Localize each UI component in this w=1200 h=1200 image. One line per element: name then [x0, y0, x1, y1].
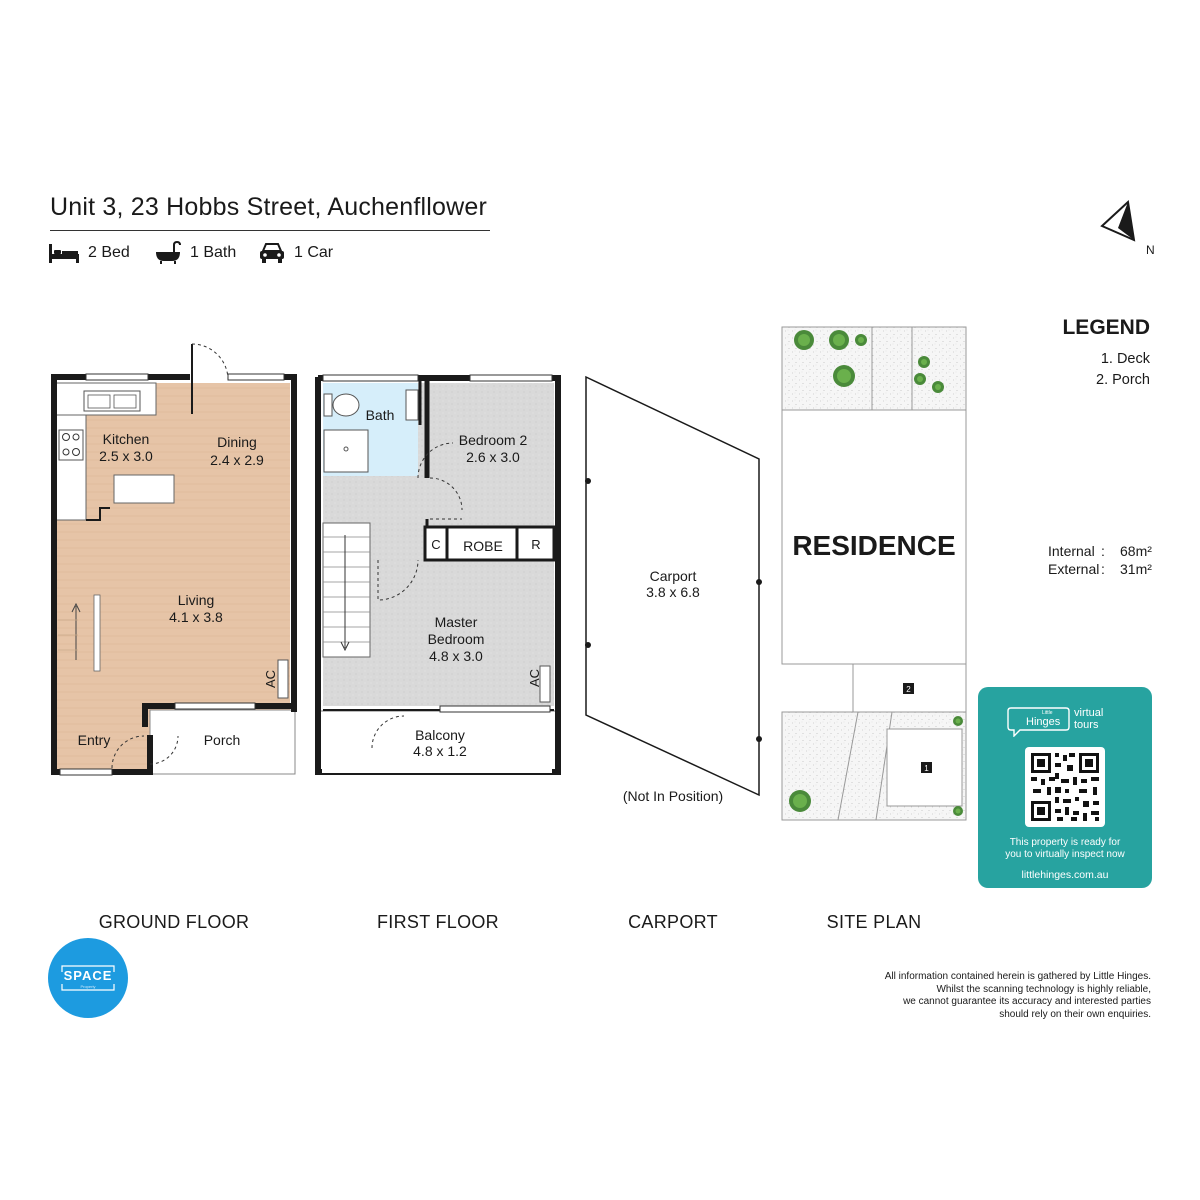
virtual-tour-message: This property is ready for you to virtua…	[978, 837, 1152, 861]
carport-outline	[585, 375, 760, 797]
legend-item-deck: 1. Deck	[1100, 351, 1150, 367]
master-bedroom-label: Master	[435, 614, 478, 630]
bed-count-label: 2 Bed	[88, 244, 130, 261]
dining-size: 2.4 x 2.9	[210, 452, 264, 468]
disclaimer: All information contained herein is gath…	[885, 971, 1151, 1021]
first-floor-stairs	[322, 522, 371, 658]
carport-note: (Not In Position)	[623, 788, 723, 804]
balcony-label: Balcony	[415, 727, 465, 743]
ground-ac-unit	[277, 659, 289, 699]
external-area-colon: :	[1101, 561, 1105, 577]
car-count-label: 1 Car	[294, 244, 334, 261]
ground-ac-label: AC	[263, 670, 278, 688]
entry-label: Entry	[78, 732, 111, 748]
brand-small: Little	[1042, 710, 1053, 716]
virtual-tour-url[interactable]: littlehinges.com.au	[1021, 869, 1109, 881]
marker-1-box	[921, 762, 932, 773]
legend-title: LEGEND	[1062, 316, 1150, 339]
living-label: Living	[178, 592, 215, 608]
closet-r	[515, 525, 556, 562]
disclaimer-line: All information contained herein is gath…	[884, 971, 1151, 982]
bathtub-icon	[156, 241, 181, 264]
bedroom2-label: Bedroom 2	[459, 432, 528, 448]
virtual-tour-card[interactable]: Little Hinges virtual tours	[978, 687, 1152, 888]
north-label: N	[1146, 243, 1155, 257]
legend-item-porch: 2. Porch	[1096, 372, 1150, 388]
vanity	[405, 389, 419, 421]
first-floor-plan: Bath Bedroom 2 2.6 x 3.0 C ROBE R Master…	[315, 374, 561, 775]
bedroom2-size: 2.6 x 3.0	[466, 449, 520, 465]
speech-bubble-icon	[1007, 707, 1070, 737]
external-area-label: External	[1048, 561, 1100, 577]
closet-c-label: C	[431, 537, 440, 552]
balcony-area	[319, 710, 558, 775]
title-underline	[50, 230, 490, 231]
brand-word-virtual: virtual	[1074, 707, 1104, 719]
tree-icon	[789, 330, 963, 816]
toilet	[332, 393, 360, 417]
bath-label: Bath	[366, 407, 395, 423]
north-arrow-icon: N	[1100, 199, 1155, 257]
space-agency-logo: SPACE Property	[48, 938, 128, 1018]
logo-frame-icon	[61, 965, 115, 991]
robe-label: ROBE	[463, 538, 503, 554]
master-bedroom-size: 4.8 x 3.0	[429, 648, 483, 664]
disclaimer-line: should rely on their own enquiries.	[999, 1008, 1151, 1020]
first-ac-unit	[539, 665, 551, 703]
kitchen-label: Kitchen	[103, 431, 150, 447]
porch-label: Porch	[204, 732, 241, 748]
ground-porch-area	[149, 709, 296, 775]
brand-word-tours: tours	[1074, 719, 1099, 731]
virtual-tour-message-line2: you to virtually inspect now	[1005, 849, 1125, 860]
cooktop	[58, 429, 84, 461]
dining-label: Dining	[217, 434, 257, 450]
disclaimer-line: we cannot guarantee its accuracy and int…	[903, 996, 1151, 1007]
disclaimer-line: Whilst the scanning technology is highly…	[936, 983, 1151, 995]
bed-feature: 2 Bed	[48, 240, 130, 266]
master-bedroom-label-2: Bedroom	[428, 631, 485, 647]
car-feature: 1 Car	[258, 240, 333, 266]
living-size: 4.1 x 3.8	[169, 609, 223, 625]
first-ac-label: AC	[527, 669, 542, 687]
qr-code[interactable]	[1025, 747, 1105, 827]
property-address-title: Unit 3, 23 Hobbs Street, Auchenfllower	[50, 193, 488, 221]
carport-label: Carport	[650, 568, 697, 584]
internal-area-value: 68m²	[1120, 543, 1152, 559]
site-plan-caption: SITE PLAN	[826, 912, 922, 932]
external-area-value: 31m²	[1120, 561, 1152, 577]
closet-r-label: R	[531, 537, 540, 552]
kitchen-size: 2.5 x 3.0	[99, 448, 153, 464]
bath-feature: 1 Bath	[154, 240, 236, 266]
marker-1-label: 1	[924, 764, 929, 773]
balcony-size: 4.8 x 1.2	[413, 743, 467, 759]
carport-plan: Carport 3.8 x 6.8 (Not In Position)	[585, 375, 762, 804]
carport-caption: CARPORT	[628, 912, 718, 932]
site-plan: RESIDENCE 2 1	[781, 326, 967, 821]
car-icon	[260, 243, 284, 263]
bed-icon	[49, 244, 79, 263]
marker-2-box	[903, 683, 914, 694]
kitchen-island	[113, 474, 175, 504]
first-floor-caption: FIRST FLOOR	[377, 912, 499, 932]
kitchen-sink	[83, 390, 141, 412]
agency-sub: Property	[80, 984, 96, 989]
internal-area-label: Internal	[1048, 543, 1095, 559]
residence-block	[781, 409, 967, 665]
little-hinges-logo: Little Hinges virtual tours	[1006, 707, 1116, 737]
residence-label: RESIDENCE	[792, 530, 955, 561]
brand-name: Hinges	[1026, 716, 1061, 728]
marker-2-label: 2	[906, 685, 911, 694]
bath-count-label: 1 Bath	[190, 244, 237, 261]
agency-name: SPACE	[63, 968, 113, 983]
ground-floor-caption: GROUND FLOOR	[98, 912, 250, 932]
internal-area-colon: :	[1101, 543, 1105, 559]
qr-code-icon	[1031, 753, 1099, 821]
carport-size: 3.8 x 6.8	[646, 584, 700, 600]
virtual-tour-message-line1: This property is ready for	[1009, 837, 1121, 848]
ground-floor-plan: Kitchen 2.5 x 3.0 Dining 2.4 x 2.9 Livin…	[51, 343, 297, 776]
